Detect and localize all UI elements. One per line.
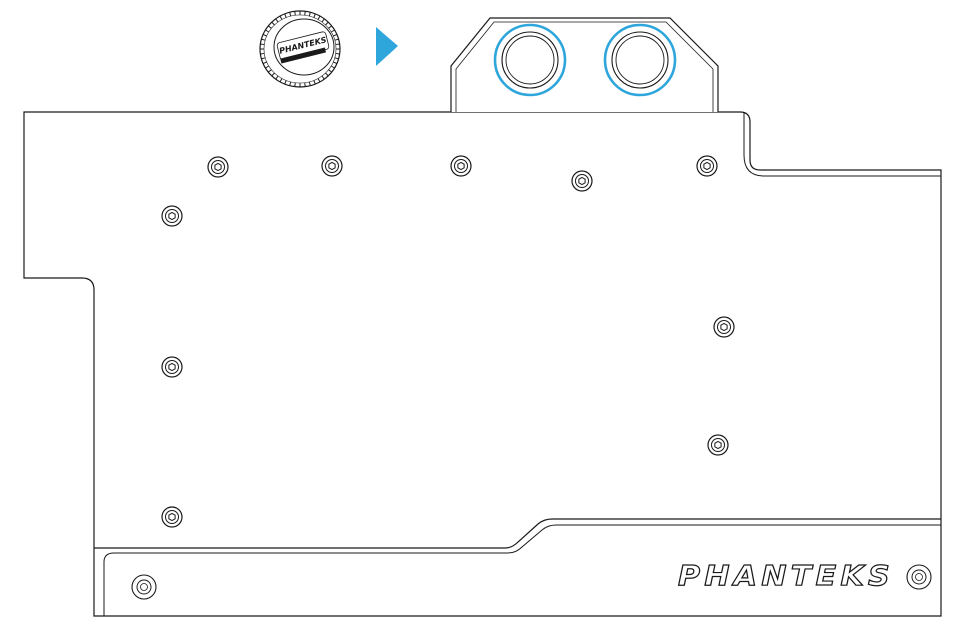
hex-screw-icon bbox=[571, 170, 593, 192]
hex-screw-icon bbox=[696, 155, 718, 177]
bottom-plate-edge bbox=[94, 518, 941, 549]
right-triangle-icon bbox=[376, 27, 398, 66]
hex-screw-icon bbox=[207, 156, 229, 178]
hex-screw-icon bbox=[161, 356, 183, 378]
hex-screw-icon bbox=[450, 155, 472, 177]
bottom-left-screw bbox=[131, 574, 157, 600]
port-fitting-2 bbox=[603, 23, 677, 97]
hex-screw-icon bbox=[321, 155, 343, 177]
block-outline bbox=[23, 111, 942, 617]
hex-screw-icon bbox=[161, 205, 183, 227]
port-group bbox=[493, 23, 677, 97]
port-fitting-1 bbox=[493, 23, 567, 97]
screw-group bbox=[161, 155, 735, 528]
hex-screw-icon bbox=[713, 316, 735, 338]
brand-logo-text: PHANTEKS bbox=[678, 559, 894, 592]
hex-screw-icon bbox=[161, 506, 183, 528]
block-inner-edge bbox=[743, 112, 941, 177]
bottom-right-screw bbox=[906, 564, 932, 590]
plug-cap-icon: PHANTEKS bbox=[259, 10, 341, 88]
bottom-plate-inner-edge bbox=[103, 524, 941, 616]
terminal-block bbox=[450, 17, 719, 112]
hex-screw-icon bbox=[707, 434, 729, 456]
